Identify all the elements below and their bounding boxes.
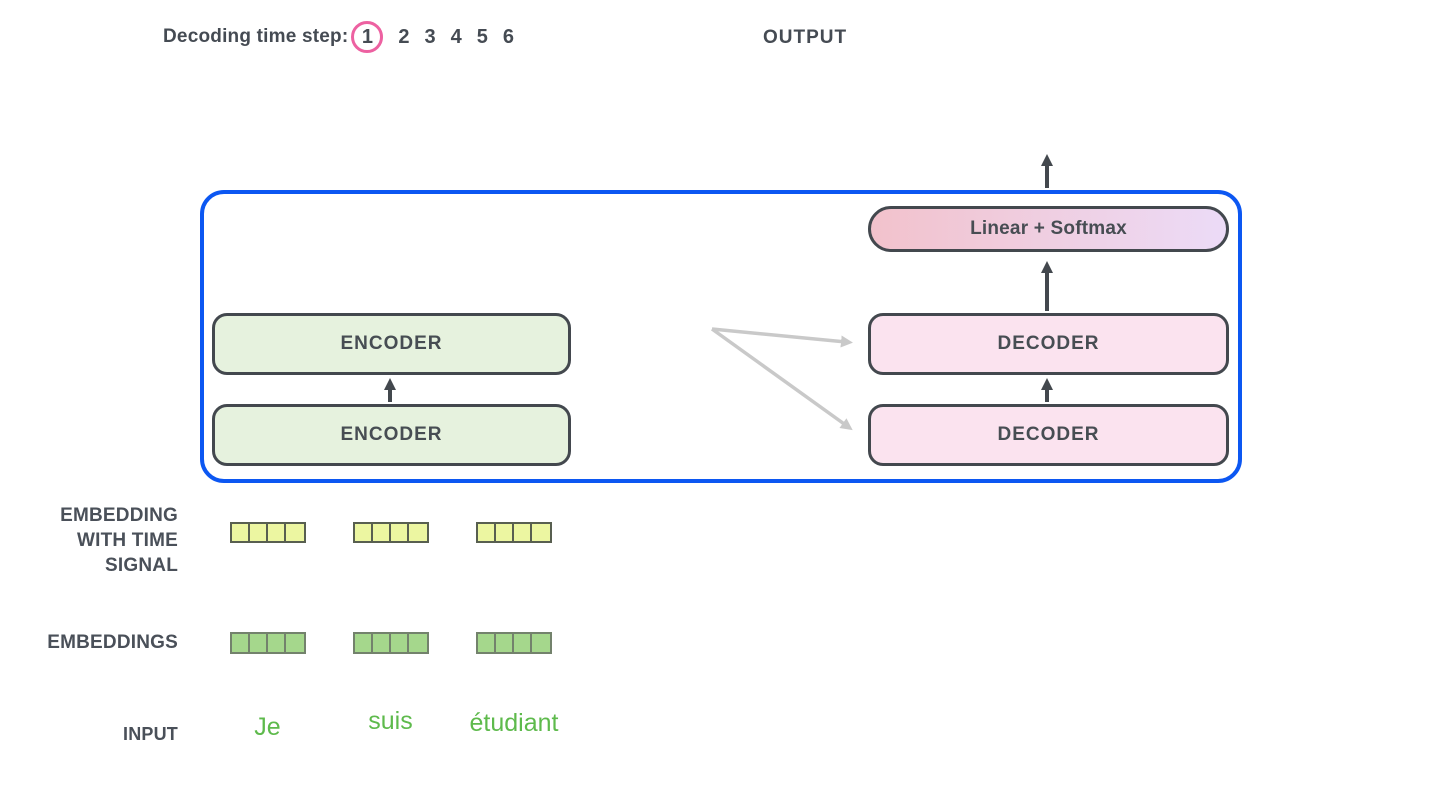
embedding-cell (373, 524, 391, 541)
embedding-cell (496, 524, 514, 541)
input-label: INPUT (123, 724, 178, 744)
linear-softmax-block: Linear + Softmax (868, 206, 1229, 252)
embedding-time-line-3: SIGNAL (105, 555, 178, 576)
embedding-cell (409, 524, 427, 541)
embedding-cell (532, 524, 550, 541)
input-token-etudiant: étudiant (469, 709, 559, 737)
step-6[interactable]: 6 (502, 25, 515, 48)
step-4[interactable]: 4 (450, 25, 462, 48)
embedding-cell (355, 524, 373, 541)
embedding-time-line-2: WITH TIME (76, 530, 178, 551)
embedding-time-line-1: EMBEDDING (60, 505, 178, 526)
embedding-cell (514, 634, 532, 652)
embedding-cell (478, 634, 496, 652)
embedding-vector-etudiant (476, 632, 552, 654)
embedding-cell (409, 634, 427, 652)
decoding-time-step-label: Decoding time step: (163, 26, 349, 47)
embeddings-label: EMBEDDINGS (47, 632, 178, 653)
step-5[interactable]: 5 (476, 25, 488, 48)
decoder-block-bottom: DECODER (868, 404, 1229, 466)
encoder-block-top: ENCODER (212, 313, 571, 375)
embedding-cell (250, 524, 268, 541)
encoder-block-bottom: ENCODER (212, 404, 571, 466)
time-signal-vector-suis (353, 522, 429, 543)
decoding-time-step-control: Decoding time step: 1 2 3 4 5 6 (163, 19, 514, 55)
embedding-cell (391, 524, 409, 541)
output-label: OUTPUT (763, 27, 848, 48)
embedding-cell (514, 524, 532, 541)
embedding-with-time-signal-label: EMBEDDING WITH TIME SIGNAL (30, 503, 178, 578)
time-signal-vector-je (230, 522, 306, 543)
input-token-suis: suis (368, 707, 413, 735)
embedding-cell (232, 524, 250, 541)
embedding-cell (391, 634, 409, 652)
decoder-block-top: DECODER (868, 313, 1229, 375)
embedding-cell (286, 524, 304, 541)
embedding-cell (355, 634, 373, 652)
time-signal-vector-etudiant (476, 522, 552, 543)
input-token-je: Je (254, 713, 281, 741)
embedding-cell (268, 634, 286, 652)
embedding-cell (286, 634, 304, 652)
embedding-cell (496, 634, 514, 652)
embedding-cell (478, 524, 496, 541)
embedding-vector-suis (353, 632, 429, 654)
embedding-cell (268, 524, 286, 541)
step-1[interactable]: 1 (361, 25, 373, 48)
embedding-cell (250, 634, 268, 652)
embedding-vector-je (230, 632, 306, 654)
embedding-cell (373, 634, 391, 652)
embedding-cell (232, 634, 250, 652)
step-1-selected-circle[interactable]: 1 (351, 21, 384, 53)
step-3[interactable]: 3 (424, 25, 436, 48)
embedding-cell (532, 634, 550, 652)
step-2[interactable]: 2 (398, 25, 410, 48)
